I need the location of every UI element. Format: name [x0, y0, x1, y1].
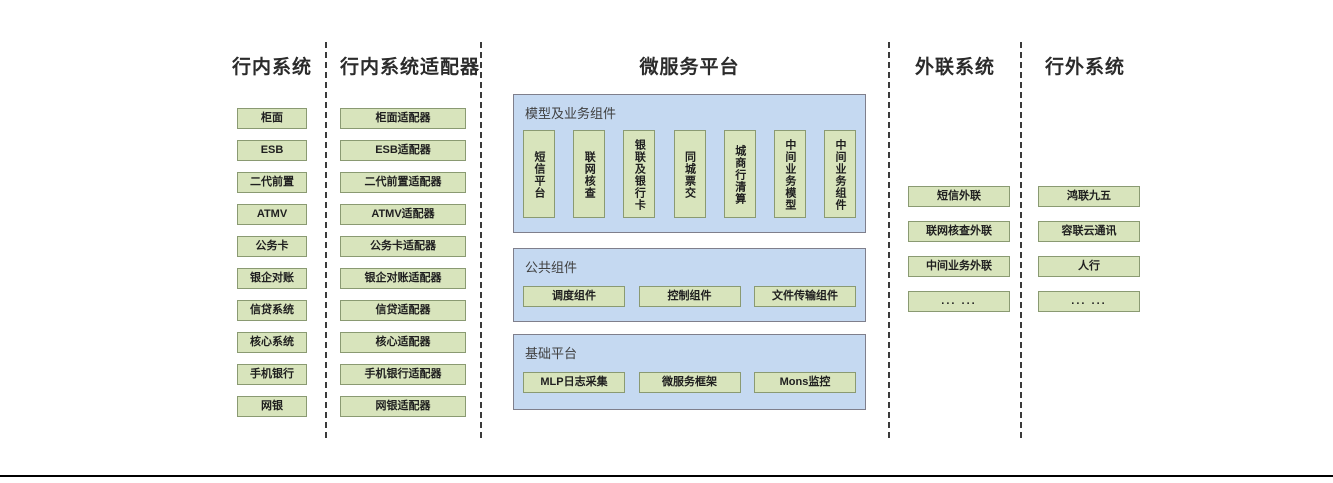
column-divider-3 — [888, 42, 890, 438]
column-divider-2 — [480, 42, 482, 438]
node-public-components-3[interactable]: 文件传输组件 — [754, 286, 856, 307]
column-title-in-bank-adapters: 行内系统适配器 — [340, 57, 481, 78]
node-model-business-components-5[interactable]: 城商行清算 — [723, 130, 756, 218]
node-in-bank-systems-6[interactable]: 银企对账 — [237, 268, 307, 289]
panel-title-public-components: 公共组件 — [525, 260, 578, 275]
node-out-of-bank-systems-1[interactable]: 鸿联九五 — [1038, 186, 1140, 207]
node-in-bank-systems-2[interactable]: ESB — [237, 140, 307, 161]
node-in-bank-adapters-2[interactable]: ESB适配器 — [340, 140, 466, 161]
node-external-link-systems-4[interactable]: ... ... — [908, 291, 1010, 312]
node-model-business-components-1[interactable]: 短信平台 — [523, 130, 555, 218]
node-model-business-components-3[interactable]: 银联及银行卡 — [623, 130, 656, 218]
node-external-link-systems-3[interactable]: 中间业务外联 — [908, 256, 1010, 277]
node-in-bank-adapters-5[interactable]: 公务卡适配器 — [340, 236, 466, 257]
panel-public-components — [513, 248, 866, 322]
node-in-bank-adapters-6[interactable]: 银企对账适配器 — [340, 268, 466, 289]
node-in-bank-adapters-1[interactable]: 柜面适配器 — [340, 108, 466, 129]
node-in-bank-systems-1[interactable]: 柜面 — [237, 108, 307, 129]
node-base-platform-2[interactable]: 微服务框架 — [638, 372, 741, 393]
node-out-of-bank-systems-2[interactable]: 容联云通讯 — [1038, 221, 1140, 242]
node-public-components-2[interactable]: 控制组件 — [638, 286, 741, 307]
platform-title: 微服务平台 — [639, 57, 740, 78]
panel-title-model-business-components: 模型及业务组件 — [525, 106, 617, 121]
node-in-bank-systems-9[interactable]: 手机银行 — [237, 364, 307, 385]
node-public-components-1[interactable]: 调度组件 — [523, 286, 625, 307]
node-in-bank-adapters-10[interactable]: 网银适配器 — [340, 396, 466, 417]
node-out-of-bank-systems-4[interactable]: ... ... — [1038, 291, 1140, 312]
node-external-link-systems-1[interactable]: 短信外联 — [908, 186, 1010, 207]
node-model-business-components-4[interactable]: 同城票交 — [673, 130, 706, 218]
column-title-in-bank-systems: 行内系统 — [231, 57, 312, 78]
node-model-business-components-6[interactable]: 中间业务模型 — [773, 130, 806, 218]
node-model-business-components-7[interactable]: 中间业务组件 — [824, 130, 856, 218]
node-in-bank-systems-5[interactable]: 公务卡 — [237, 236, 307, 257]
node-external-link-systems-2[interactable]: 联网核查外联 — [908, 221, 1010, 242]
node-in-bank-systems-4[interactable]: ATMV — [237, 204, 307, 225]
node-in-bank-adapters-3[interactable]: 二代前置适配器 — [340, 172, 466, 193]
bottom-rule — [0, 475, 1333, 477]
column-divider-1 — [325, 42, 327, 438]
column-title-external-link-systems: 外联系统 — [914, 57, 995, 78]
node-in-bank-adapters-9[interactable]: 手机银行适配器 — [340, 364, 466, 385]
node-in-bank-adapters-8[interactable]: 核心适配器 — [340, 332, 466, 353]
node-base-platform-1[interactable]: MLP日志采集 — [523, 372, 625, 393]
panel-title-base-platform: 基础平台 — [525, 346, 578, 361]
node-in-bank-systems-3[interactable]: 二代前置 — [237, 172, 307, 193]
node-in-bank-adapters-4[interactable]: ATMV适配器 — [340, 204, 466, 225]
node-model-business-components-2[interactable]: 联网核查 — [573, 130, 606, 218]
node-out-of-bank-systems-3[interactable]: 人行 — [1038, 256, 1140, 277]
node-base-platform-3[interactable]: Mons监控 — [754, 372, 856, 393]
node-in-bank-systems-8[interactable]: 核心系统 — [237, 332, 307, 353]
column-title-out-of-bank-systems: 行外系统 — [1044, 57, 1125, 78]
column-divider-4 — [1020, 42, 1022, 438]
node-in-bank-systems-7[interactable]: 信贷系统 — [237, 300, 307, 321]
node-in-bank-adapters-7[interactable]: 信贷适配器 — [340, 300, 466, 321]
node-in-bank-systems-10[interactable]: 网银 — [237, 396, 307, 417]
